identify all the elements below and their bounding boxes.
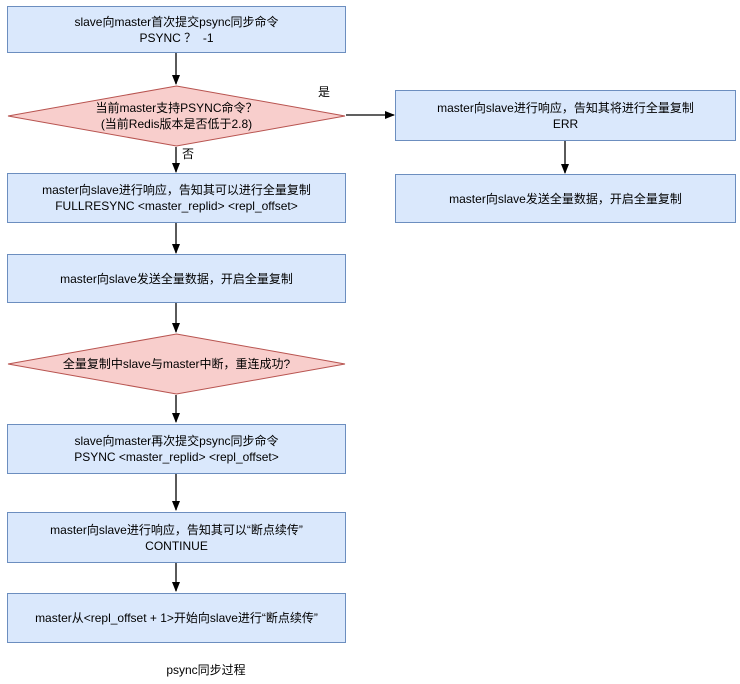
node-text: master从<repl_offset + 1>开始向slave进行“断点续传”: [35, 611, 318, 625]
node-text: slave向master首次提交psync同步命令: [74, 14, 279, 29]
node-text: (当前Redis版本是否低于2.8): [100, 117, 253, 131]
node-text: master向slave进行响应，告知其将进行全量复制: [437, 100, 694, 115]
flow-node-resume-transfer: master从<repl_offset + 1>开始向slave进行“断点续传”: [7, 593, 346, 643]
node-text: slave向master再次提交psync同步命令: [74, 434, 279, 448]
flow-node-send-full-data: master向slave发送全量数据，开启全量复制: [7, 254, 346, 303]
node-text: master向slave发送全量数据，开启全量复制: [60, 271, 293, 286]
node-text: master向slave进行响应，告知其可以进行全量复制: [42, 183, 311, 197]
node-text-group: 全量复制中slave与master中断，重连成功?: [63, 356, 290, 372]
flow-node-start-psync: slave向master首次提交psync同步命令 PSYNC ？ -1: [7, 6, 346, 53]
node-text-group: 当前master支持PSYNC命令？ (当前Redis版本是否低于2.8): [95, 100, 257, 132]
flow-node-psync-again: slave向master再次提交psync同步命令 PSYNC <master_…: [7, 424, 346, 474]
node-text: 全量复制中slave与master中断，重连成功?: [62, 357, 291, 371]
node-text: PSYNC <master_replid> <repl_offset>: [74, 450, 279, 464]
edge-label-no: 否: [181, 147, 196, 161]
flow-decision-reconnect-success: 全量复制中slave与master中断，重连成功?: [7, 333, 346, 395]
flow-node-yes-response-err: master向slave进行响应，告知其将进行全量复制 ERR: [395, 90, 736, 141]
node-text: master向slave发送全量数据，开启全量复制: [449, 191, 682, 206]
node-text: FULLRESYNC <master_replid> <repl_offset>: [55, 199, 298, 213]
flow-decision-psync-support: 当前master支持PSYNC命令？ (当前Redis版本是否低于2.8): [7, 85, 346, 147]
diamond-shape: [7, 85, 346, 147]
flow-node-yes-send-full-data: master向slave发送全量数据，开启全量复制: [395, 174, 736, 223]
node-text: PSYNC ？ -1: [139, 30, 214, 45]
node-text: master向slave进行响应，告知其可以“断点续传”: [50, 522, 303, 537]
flow-node-fullresync-response: master向slave进行响应，告知其可以进行全量复制 FULLRESYNC …: [7, 173, 346, 223]
edge-label-yes: 是: [317, 85, 332, 99]
node-text: CONTINUE: [145, 538, 208, 553]
diamond-shape: [7, 333, 346, 395]
diagram-caption: psync同步过程: [166, 663, 246, 677]
node-text: 当前master支持PSYNC命令？: [95, 101, 258, 115]
flow-node-continue-response: master向slave进行响应，告知其可以“断点续传” CONTINUE: [7, 512, 346, 563]
node-text: ERR: [552, 116, 579, 131]
